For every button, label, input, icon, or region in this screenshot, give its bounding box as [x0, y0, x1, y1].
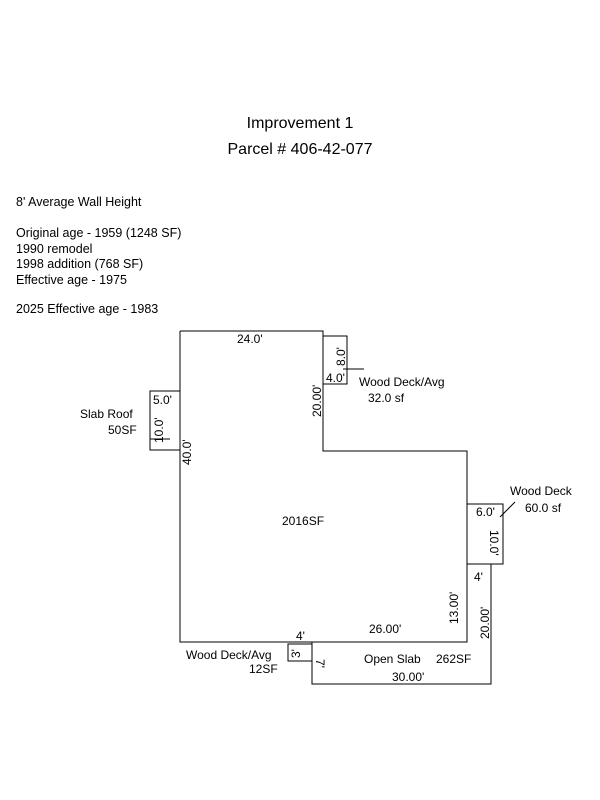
history-line: 1990 remodel [16, 241, 93, 256]
deck-right-area: 60.0 sf [525, 501, 562, 515]
dim-bottom-width: 26.00' [369, 622, 401, 636]
deck-right-width: 6.0' [476, 505, 495, 519]
history-line: Original age - 1959 (1248 SF) [16, 226, 182, 240]
slab-roof-height: 10.0' [152, 417, 166, 443]
history-line: 1998 addition (768 SF) [16, 257, 144, 271]
deck-avg-top-area: 32.0 sf [368, 391, 405, 405]
slab-roof-area: 50SF [108, 423, 137, 437]
deck-avg-top-width: 4.0' [326, 371, 345, 385]
history-line: Effective age - 1975 [16, 272, 127, 287]
drawing-title: Improvement 1 [246, 115, 354, 132]
deck-avg-bottom-outline [287, 643, 313, 662]
deck-avg-bottom-area: 12SF [249, 662, 278, 676]
open-slab-top-dim: 4' [474, 570, 483, 584]
dim-inner-drop: 20.00' [310, 385, 324, 417]
deck-right-leader [499, 501, 516, 518]
parcel-number: Parcel # 406-42-077 [227, 141, 373, 158]
effective-age-2025: 2025 Effective age - 1983 [16, 302, 159, 316]
deck-avg-bottom-width: 3' [289, 649, 303, 658]
dim-bottom-small: 4' [296, 629, 305, 643]
slab-roof-width: 5.0' [153, 393, 172, 407]
open-slab-outline [311, 563, 492, 685]
age-history: Original age - 1959 (1248 SF) 1990 remod… [16, 226, 181, 288]
wall-height-note: 8' Average Wall Height [16, 195, 142, 209]
open-slab-label: Open Slab [364, 652, 421, 666]
open-slab-width: 30.00' [392, 670, 424, 684]
deck-avg-top-height: 8.0' [334, 347, 348, 366]
dim-right-height: 13.00' [447, 592, 461, 624]
deck-avg-bottom-label: Wood Deck/Avg [186, 648, 272, 662]
open-slab-area: 262SF [436, 652, 471, 666]
deck-avg-top-outline [322, 335, 348, 385]
main-area-label: 2016SF [282, 514, 324, 528]
deck-avg-top-label: Wood Deck/Avg [359, 375, 445, 389]
open-slab-offset: 7' [313, 659, 327, 668]
dim-top-width: 24.0' [237, 332, 263, 346]
open-slab-height: 20.00' [478, 607, 492, 639]
deck-right-height: 10.0' [487, 530, 501, 556]
main-building-outline [179, 330, 468, 643]
slab-roof-label: Slab Roof [80, 407, 133, 421]
dim-left-height: 40.0' [180, 439, 194, 465]
deck-right-label: Wood Deck [510, 484, 573, 498]
slab-roof-outline [149, 390, 181, 451]
